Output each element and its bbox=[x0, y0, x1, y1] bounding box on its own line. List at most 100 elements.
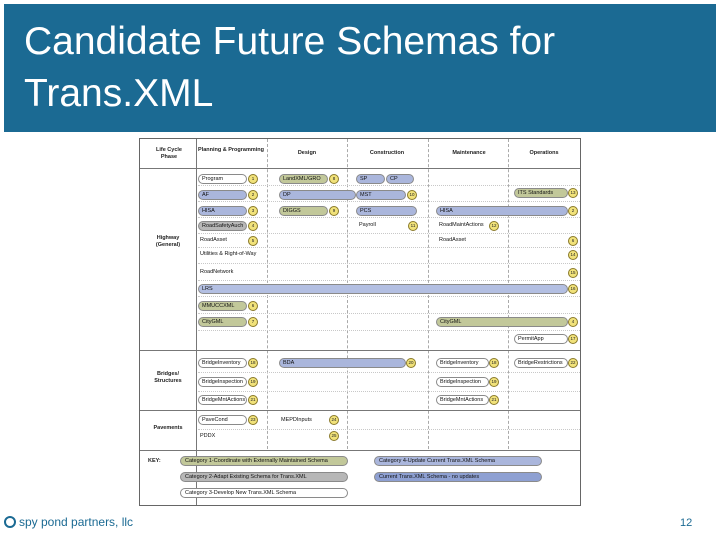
schema-number-badge: 11 bbox=[408, 221, 418, 231]
schema-number-badge: 22 bbox=[568, 358, 578, 368]
schema-bda[interactable]: BDA bbox=[279, 358, 406, 368]
schema-number-badge: 18 bbox=[248, 358, 258, 368]
schema-citygml-maintenance[interactable]: CityGML bbox=[436, 317, 568, 327]
header-divider bbox=[140, 168, 580, 169]
group-bridges: Bridges/ Structures bbox=[154, 371, 182, 384]
schema-hisa-maintenance[interactable]: HISA bbox=[436, 206, 568, 216]
stage-design: Design bbox=[297, 150, 317, 156]
schema-bridgerestrictions[interactable]: BridgeRestrictions bbox=[514, 358, 568, 368]
schema-pddx[interactable]: PDDX bbox=[200, 433, 216, 439]
schema-diagram: Life Cycle Phase Planning & Programming … bbox=[139, 138, 581, 506]
schema-bridgeinventory-maintenance[interactable]: BridgeInventory bbox=[436, 358, 489, 368]
row-divider bbox=[198, 247, 580, 248]
schema-number-badge: 6 bbox=[248, 301, 258, 311]
schema-bridgemntactions-planning[interactable]: BridgeMntActions bbox=[198, 395, 247, 405]
group-highway: Highway (General) bbox=[155, 235, 181, 248]
schema-number-badge: 14 bbox=[568, 250, 578, 260]
schema-payroll[interactable]: Payroll bbox=[359, 222, 376, 228]
row-divider bbox=[198, 233, 580, 234]
divider-maintenance bbox=[508, 139, 509, 449]
slide-title: Candidate Future Schemas for Trans.XML bbox=[24, 20, 556, 115]
schema-number-badge: 21 bbox=[489, 395, 499, 405]
stage-maintenance: Maintenance bbox=[452, 150, 486, 156]
row-divider bbox=[198, 429, 580, 430]
schema-number-badge: 2 bbox=[248, 190, 258, 200]
schema-number-badge: 2 bbox=[568, 206, 578, 216]
schema-roadmaintactions[interactable]: RoadMaintActions bbox=[439, 222, 484, 228]
schema-bridgeinspection-maintenance[interactable]: BridgeInspection bbox=[436, 377, 489, 387]
schema-dp[interactable]: DP bbox=[279, 190, 356, 200]
stage-operations: Operations bbox=[529, 150, 559, 156]
schema-bridgemntactions-maintenance[interactable]: BridgeMntActions bbox=[436, 395, 489, 405]
key-category-3: Category 3-Develop New Trans.XML Schema bbox=[180, 488, 348, 498]
schema-citygml-planning[interactable]: CityGML bbox=[198, 317, 247, 327]
schema-number-badge: 3 bbox=[248, 206, 258, 216]
schema-number-badge: 17 bbox=[568, 334, 578, 344]
key-category-2: Category 2-Adapt Existing Schema for Tra… bbox=[180, 472, 348, 482]
schema-permitapp[interactable]: PermitApp bbox=[514, 334, 568, 344]
key-category-1: Category 1-Coordinate with Externally Ma… bbox=[180, 456, 348, 466]
schema-bridgeinspection-planning[interactable]: BridgeInspection bbox=[198, 377, 247, 387]
pavements-divider bbox=[140, 410, 580, 411]
schema-utilities-row[interactable]: Utilities & Right-of-Way bbox=[200, 251, 257, 257]
schema-landxml-gro[interactable]: LandXML/GRO bbox=[279, 174, 328, 184]
schema-number-badge: 20 bbox=[406, 358, 416, 368]
row-divider bbox=[198, 201, 580, 202]
divider-design bbox=[347, 139, 348, 449]
schema-number-badge: 7 bbox=[248, 317, 258, 327]
schema-number-badge: 4 bbox=[248, 221, 258, 231]
schema-diggs[interactable]: DIGGS bbox=[279, 206, 328, 216]
schema-mst[interactable]: MST bbox=[356, 190, 406, 200]
schema-roadnetwork[interactable]: RoadNetwork bbox=[200, 269, 234, 275]
schema-number-badge: 6 bbox=[568, 236, 578, 246]
row-divider bbox=[198, 313, 580, 314]
logo-mark-icon bbox=[4, 516, 16, 528]
schema-its-standards[interactable]: ITS Standards bbox=[514, 188, 568, 198]
page-number: 12 bbox=[680, 517, 693, 529]
group-pavements: Pavements bbox=[153, 425, 183, 431]
schema-number-badge: 23 bbox=[248, 415, 258, 425]
schema-hisa-planning[interactable]: HISA bbox=[198, 206, 247, 216]
schema-number-badge: 19 bbox=[248, 377, 258, 387]
schema-cp[interactable]: CP bbox=[386, 174, 414, 184]
schema-mmuccxml[interactable]: MMUCCXML bbox=[198, 301, 247, 311]
schema-roadasset-planning[interactable]: RoadAsset bbox=[200, 237, 227, 243]
schema-roadsafetyauch[interactable]: RoadSafetyAuch bbox=[198, 221, 247, 231]
schema-pavecond[interactable]: PaveCond bbox=[198, 415, 247, 425]
row-divider bbox=[198, 296, 580, 297]
schema-number-badge: 1 bbox=[248, 174, 258, 184]
schema-number-badge: 25 bbox=[329, 431, 339, 441]
schema-number-badge: 8 bbox=[329, 174, 339, 184]
key-label: KEY: bbox=[148, 458, 161, 464]
schema-bridgeinventory-planning[interactable]: BridgeInventory bbox=[198, 358, 247, 368]
title-bar: Candidate Future Schemas for Trans.XML bbox=[4, 4, 716, 132]
key-divider bbox=[140, 450, 580, 451]
row-divider bbox=[198, 263, 580, 264]
schema-number-badge: 4 bbox=[568, 317, 578, 327]
company-logo: spy pond partners, llc bbox=[4, 515, 133, 529]
schema-number-badge: 21 bbox=[248, 395, 258, 405]
schema-program[interactable]: Program bbox=[198, 174, 247, 184]
schema-sp[interactable]: SP bbox=[356, 174, 385, 184]
schema-af[interactable]: AF bbox=[198, 190, 247, 200]
row-divider bbox=[198, 280, 580, 281]
schema-number-badge: 5 bbox=[248, 236, 258, 246]
schema-number-badge: 18 bbox=[489, 358, 499, 368]
schema-number-badge: 13 bbox=[568, 188, 578, 198]
row-divider bbox=[198, 217, 580, 218]
schema-number-badge: 10 bbox=[407, 190, 417, 200]
lifecycle-header: Life Cycle Phase bbox=[156, 147, 182, 160]
stage-planning: Planning & Programming bbox=[198, 147, 265, 153]
schema-pcs[interactable]: PCS bbox=[356, 206, 417, 216]
schema-roadasset-maintenance[interactable]: RoadAsset bbox=[439, 237, 466, 243]
schema-number-badge: 12 bbox=[489, 221, 499, 231]
schema-number-badge: 24 bbox=[329, 415, 339, 425]
schema-number-badge: 15 bbox=[568, 268, 578, 278]
row-divider bbox=[198, 391, 580, 392]
company-logo-text: spy pond partners, llc bbox=[19, 515, 134, 529]
schema-number-badge: 16 bbox=[568, 284, 578, 294]
key-category-4: Category 4-Update Current Trans.XML Sche… bbox=[374, 456, 542, 466]
schema-lrs[interactable]: LRS bbox=[198, 284, 568, 294]
bridges-divider bbox=[140, 350, 580, 351]
schema-mepdinputs[interactable]: MEPDInputs bbox=[281, 417, 312, 423]
